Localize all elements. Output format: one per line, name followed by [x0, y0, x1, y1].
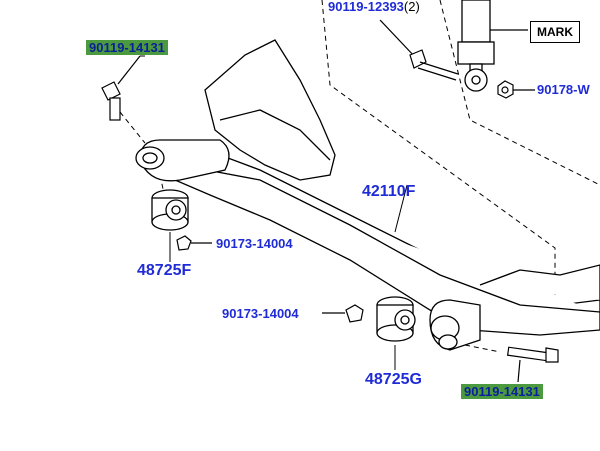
part-label-bolt-top-left[interactable]: 90119-14131 — [86, 40, 168, 55]
mark-callout: MARK — [530, 21, 580, 43]
nut-left — [176, 235, 212, 251]
part-label-bushing-left[interactable]: 48725F — [137, 262, 192, 279]
part-label-bushing-center[interactable]: 48725G — [365, 371, 422, 388]
part-label-bolt-top-right[interactable]: 90119-12393(2) — [328, 0, 420, 13]
bolt-bottom — [506, 346, 559, 383]
nut-center — [322, 304, 364, 323]
part-label-nut-left[interactable]: 90173-14004 — [216, 236, 293, 251]
part-label-beam[interactable]: 42110F — [362, 183, 416, 200]
bushing-left — [151, 189, 189, 231]
shock-absorber — [457, 0, 528, 92]
part-label-nut-center[interactable]: 90173-14004 — [222, 306, 299, 321]
part-label-bolt-bottom[interactable]: 90119-14131 — [461, 384, 543, 399]
leader-lines — [140, 55, 408, 370]
part-label-nut-right[interactable]: 90178-W — [537, 82, 590, 97]
nut-right — [497, 80, 535, 99]
part-quantity: (2) — [403, 0, 420, 14]
bolt-top-right — [379, 19, 459, 81]
part-number: 90119-12393 — [328, 0, 404, 14]
torsion-beam — [135, 39, 600, 351]
bolt-top-left — [101, 55, 141, 121]
bushing-center — [376, 296, 416, 342]
